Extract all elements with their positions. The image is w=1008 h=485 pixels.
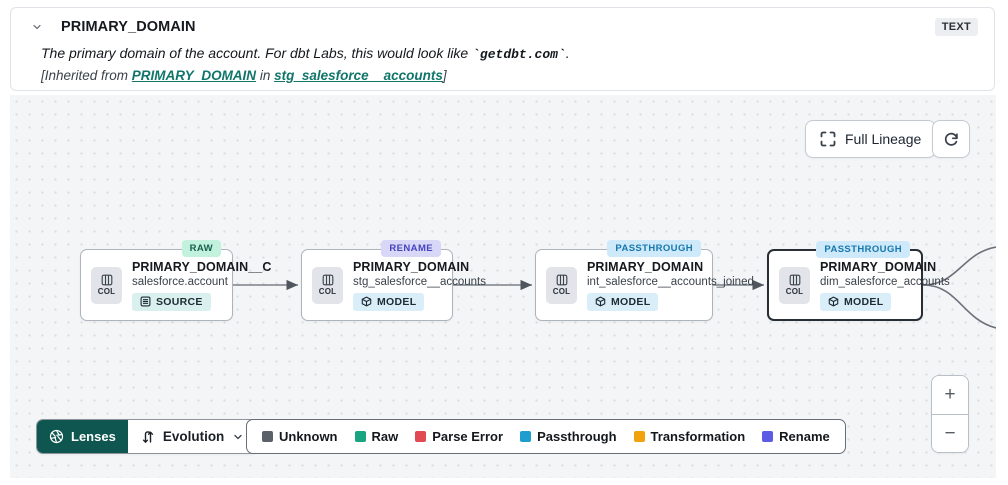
- legend-item: Transformation: [633, 429, 745, 444]
- node-subtitle: int_salesforce__accounts_joined: [587, 275, 754, 288]
- refresh-icon: [943, 131, 960, 148]
- columns-icon: [322, 274, 333, 286]
- model-icon: [595, 296, 606, 307]
- lineage-node-dim-selected[interactable]: PASSTHROUGH COL PRIMARY_DOMAIN dim_sales…: [767, 241, 950, 321]
- column-title: PRIMARY_DOMAIN: [61, 19, 196, 35]
- inherited-model-link[interactable]: stg_salesforce__accounts: [274, 68, 443, 83]
- lineage-node-intermediate[interactable]: PASSTHROUGH COL PRIMARY_DOMAIN int_sales…: [535, 240, 754, 321]
- legend-swatch: [354, 431, 366, 442]
- lineage-node-staging[interactable]: RENAME COL PRIMARY_DOMAIN stg_salesforce…: [301, 240, 486, 321]
- column-description: The primary domain of the account. For d…: [41, 45, 570, 62]
- legend-swatch: [520, 431, 532, 442]
- node-subtitle: stg_salesforce__accounts: [353, 275, 486, 288]
- legend-swatch: [415, 431, 427, 442]
- expand-icon: [820, 131, 836, 147]
- model-icon: [361, 296, 372, 307]
- node-subtitle: dim_salesforce_accounts: [820, 275, 950, 288]
- legend-item: Unknown: [262, 429, 338, 444]
- lineage-canvas[interactable]: Full Lineage RAW COL PRIMARY_DOMAIN__C s…: [10, 95, 996, 478]
- column-chip: COL: [91, 266, 122, 304]
- legend-item: Raw: [354, 429, 398, 444]
- full-lineage-button[interactable]: Full Lineage: [805, 120, 937, 158]
- column-details-panel: PRIMARY_DOMAIN TEXT The primary domain o…: [10, 7, 995, 91]
- evolution-badge: PASSTHROUGH: [816, 241, 910, 258]
- legend-swatch: [262, 431, 273, 442]
- node-title: PRIMARY_DOMAIN__C: [132, 259, 272, 274]
- zoom-in-button[interactable]: +: [932, 376, 968, 414]
- resource-type-badge: MODEL: [353, 292, 425, 311]
- inherited-column-link[interactable]: PRIMARY_DOMAIN: [131, 68, 257, 83]
- legend-item: Rename: [762, 429, 830, 444]
- zoom-controls: + −: [931, 375, 969, 453]
- legend-swatch: [762, 431, 774, 442]
- evolution-icon: [142, 430, 153, 443]
- node-title: PRIMARY_DOMAIN: [820, 259, 937, 274]
- model-icon: [828, 296, 839, 307]
- chevron-down-icon: [234, 434, 242, 439]
- collapse-chevron-icon[interactable]: [25, 17, 49, 37]
- lineage-node-source[interactable]: RAW COL PRIMARY_DOMAIN__C salesforce.acc…: [80, 240, 271, 321]
- node-title: PRIMARY_DOMAIN: [587, 259, 704, 274]
- data-type-badge: TEXT: [934, 18, 978, 36]
- lenses-label: Lenses: [71, 429, 116, 444]
- columns-icon: [101, 274, 112, 286]
- evolution-legend: Unknown Raw Parse Error Passthrough Tran…: [246, 419, 846, 454]
- columns-icon: [556, 274, 567, 286]
- node-subtitle: salesforce.account: [132, 275, 228, 288]
- selected-lens-label: Evolution: [162, 429, 225, 444]
- inline-code: `getdbt.com`: [472, 47, 566, 62]
- full-lineage-label: Full Lineage: [845, 131, 922, 147]
- resource-type-badge: SOURCE: [132, 292, 211, 311]
- zoom-out-button[interactable]: −: [932, 414, 968, 452]
- lenses-control: Lenses Evolution: [36, 419, 259, 454]
- legend-swatch: [633, 431, 645, 442]
- aperture-icon: [49, 429, 64, 444]
- legend-item: Parse Error: [415, 429, 503, 444]
- evolution-badge: RAW: [181, 240, 221, 257]
- resource-type-badge: MODEL: [587, 292, 659, 311]
- lenses-button[interactable]: Lenses: [37, 420, 128, 453]
- source-icon: [140, 296, 151, 307]
- column-chip: COL: [779, 266, 810, 304]
- column-chip: COL: [312, 266, 343, 304]
- legend-item: Passthrough: [520, 429, 617, 444]
- lens-selector-dropdown[interactable]: Evolution: [127, 420, 258, 453]
- inherited-from-line: [Inherited from PRIMARY_DOMAIN in stg_sa…: [41, 68, 447, 83]
- resource-type-badge: MODEL: [820, 292, 892, 311]
- evolution-badge: PASSTHROUGH: [607, 240, 701, 257]
- node-title: PRIMARY_DOMAIN: [353, 259, 470, 274]
- refresh-button[interactable]: [932, 120, 970, 158]
- evolution-badge: RENAME: [381, 240, 441, 257]
- column-chip: COL: [546, 266, 577, 304]
- columns-icon: [789, 274, 800, 286]
